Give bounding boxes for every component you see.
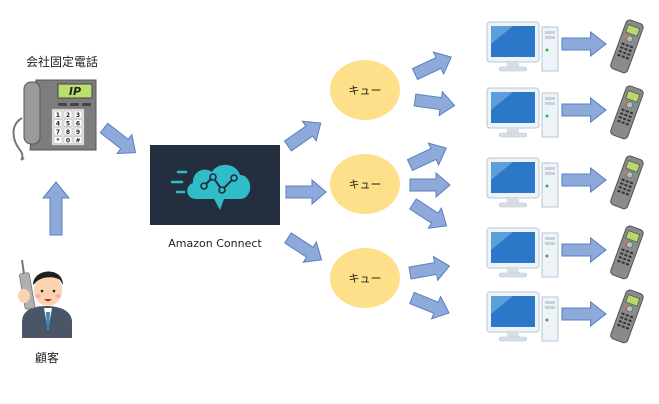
arrow-queue2-to-agent2: [404, 136, 452, 177]
keypad-key-label: 0: [66, 138, 70, 145]
arrow-connect-to-queue-2: [285, 179, 327, 205]
ip-display-text: IP: [69, 85, 81, 98]
keypad-key-label: 7: [56, 129, 60, 136]
keypad-key-label: 9: [76, 129, 80, 136]
keypad-key: [53, 110, 63, 119]
arrow-queue1-to-agent1: [409, 45, 457, 86]
keypad-key: [53, 136, 63, 144]
computer-icon: [486, 157, 559, 208]
keypad-key-label: #: [75, 138, 80, 145]
queue-label: キュー: [349, 178, 382, 191]
agents: [486, 18, 645, 345]
arrow-computer-to-handset: [561, 301, 607, 327]
customer-label: 顧客: [35, 350, 59, 365]
keypad-key: [73, 110, 83, 119]
keypad-key: [63, 119, 73, 127]
arrow-computer-to-handset: [561, 237, 607, 263]
computer-icon: [486, 87, 559, 138]
arrow-queue3-to-agent5: [407, 286, 455, 325]
keypad-key: [53, 119, 63, 127]
keypad-key: [73, 127, 83, 136]
amazon-connect-label: Amazon Connect: [168, 237, 262, 250]
keypad-key-label: 3: [76, 112, 80, 119]
arrow-queue2-to-agent3: [409, 172, 451, 198]
arrow-computer-to-handset: [561, 97, 607, 123]
arrow-computer-to-handset: [561, 167, 607, 193]
keypad-key: [63, 110, 73, 119]
keypad-key-label: 8: [66, 129, 70, 136]
office-phone-label: 会社固定電話: [26, 54, 98, 69]
agent-station: [486, 18, 645, 75]
arrow-queue2-to-agent4: [405, 193, 454, 237]
keypad-key: [63, 136, 73, 144]
arrow-connect-to-queue-3: [280, 227, 329, 271]
queue-label: キュー: [349, 272, 382, 285]
keypad-key-label: 1: [56, 112, 60, 119]
keypad-key-label: 4: [56, 121, 60, 128]
handset-phone-icon: [609, 288, 645, 345]
agent-station: [486, 224, 645, 281]
keypad-key: [73, 136, 83, 144]
arrow-queue1-to-agent2: [412, 87, 457, 118]
amazon-connect-logo: [150, 145, 280, 225]
arrow-phone-to-connect: [96, 118, 144, 163]
arrow-connect-to-queue-1: [280, 112, 329, 157]
keypad-key: [53, 127, 63, 136]
keypad-key: [63, 127, 73, 136]
queue-label: キュー: [349, 84, 382, 97]
customer-icon: [18, 259, 72, 338]
agent-station: [486, 288, 645, 345]
keypad-key-label: *: [56, 138, 60, 145]
computer-icon: [486, 291, 559, 342]
keypad-key-label: 6: [76, 121, 80, 128]
keypad-key-label: 2: [66, 112, 70, 119]
handset-phone-icon: [609, 154, 645, 211]
handset-phone-icon: [609, 224, 645, 281]
agent-station: [486, 84, 645, 141]
queue-1: キュー: [330, 60, 400, 120]
queue-3: キュー: [330, 248, 400, 308]
computer-icon: [486, 227, 559, 278]
agent-station: [486, 154, 645, 211]
computer-icon: [486, 21, 559, 72]
handset-phone-icon: [609, 18, 645, 75]
arrow-customer-to-phone: [41, 181, 71, 236]
handset-phone-icon: [609, 84, 645, 141]
arrow-queue3-to-agent4: [407, 253, 452, 286]
arrow-computer-to-handset: [561, 31, 607, 57]
keypad-key: [73, 119, 83, 127]
keypad-key-label: 5: [66, 121, 70, 128]
queue-2: キュー: [330, 154, 400, 214]
